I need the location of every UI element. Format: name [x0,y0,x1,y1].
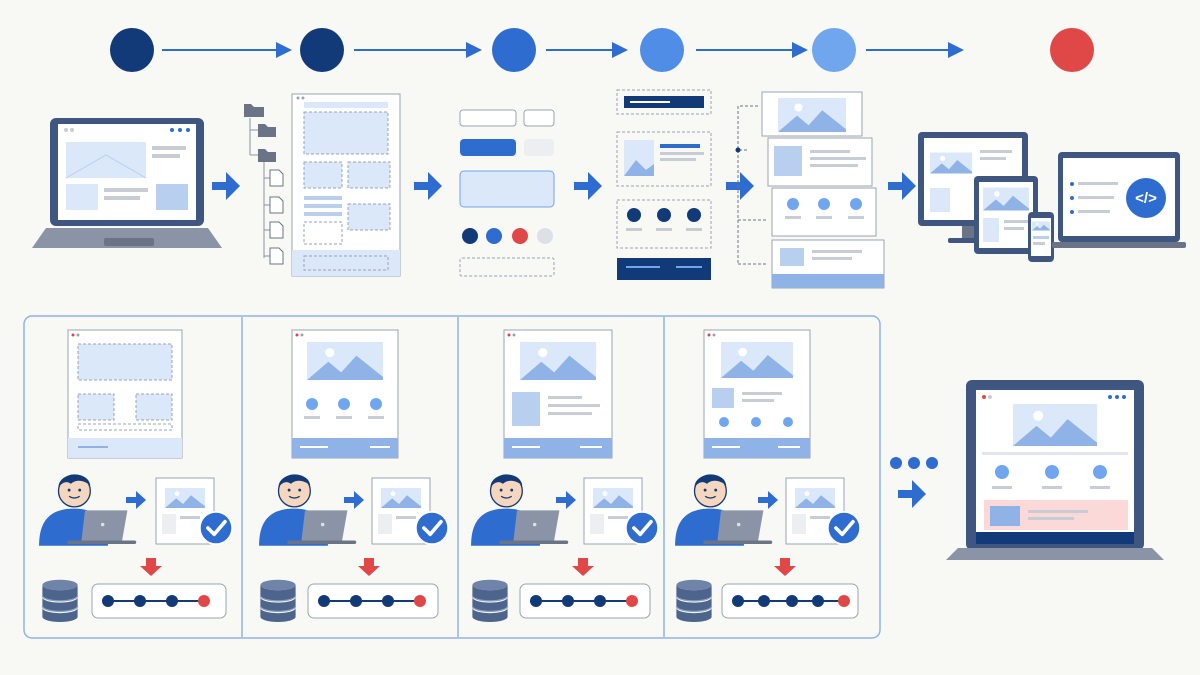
check-badge-icon [414,510,450,546]
ui-components-icon [459,109,555,277]
step-node-4 [640,28,684,72]
developer-icon [674,473,773,547]
timeline [110,28,1094,72]
step-node-5 [812,28,856,72]
linked-pages-icon [735,91,885,289]
flow-arrow-1 [212,172,240,200]
iteration-1 [38,329,234,622]
step-node-3 [492,28,536,72]
check-badge-icon [624,510,660,546]
database-icon [259,579,297,622]
database-icon [675,579,713,622]
iteration-panel [23,315,881,639]
sitemap-wireframe-icon [244,93,401,277]
responsive-devices-icon: </> [918,132,1186,262]
database-icon [41,579,79,622]
flow-arrow-2 [414,172,442,200]
code-icon: </> [1135,190,1157,207]
developer-icon [470,473,569,547]
iteration-4 [674,329,862,622]
iteration-3 [470,329,660,622]
final-website-laptop-icon [946,380,1164,560]
step-node-6 [1050,28,1094,72]
step-node-2 [300,28,344,72]
flow-arrow-final [898,480,926,508]
database-icon [471,579,509,622]
flow-arrow-3 [574,172,602,200]
laptop-wireframe-icon [32,118,222,248]
developer-icon [38,473,137,547]
flow-arrow-4 [726,172,754,200]
check-badge-icon [198,510,234,546]
flow-arrow-5 [888,172,916,200]
check-badge-icon [826,510,862,546]
continuation-dots-icon [890,457,938,469]
page-sections-icon [616,89,712,280]
step-node-1 [110,28,154,72]
developer-icon [258,473,357,547]
iteration-2 [258,329,450,622]
